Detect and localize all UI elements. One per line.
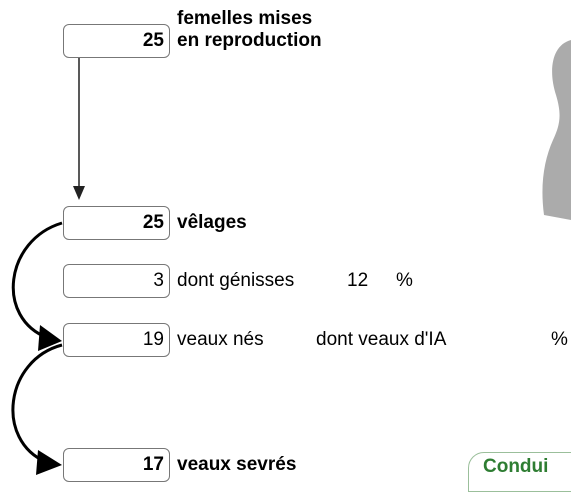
pct-genisses-sign: % bbox=[396, 270, 413, 291]
pct-genisses-value: 12 bbox=[347, 270, 369, 291]
value-veaux-nes: 19 bbox=[142, 329, 164, 350]
box-veaux-nes bbox=[63, 323, 170, 357]
conduite-badge: Condui bbox=[468, 452, 571, 492]
arrowhead-velages bbox=[73, 186, 85, 200]
label-genisses: dont génisses bbox=[177, 270, 295, 291]
label-velages: vêlages bbox=[177, 212, 247, 233]
value-genisses: 3 bbox=[153, 270, 164, 291]
label-veaux-nes: veaux nés bbox=[177, 329, 264, 350]
value-veaux-sevres: 17 bbox=[142, 454, 164, 475]
value-femelles: 25 bbox=[142, 30, 164, 51]
label-femelles-line2: en reproduction bbox=[177, 30, 322, 51]
arrow-veaux-nes-to-sevres bbox=[11, 343, 63, 464]
value-velages: 25 bbox=[142, 212, 164, 233]
arrowhead-veaux-sevres bbox=[36, 450, 62, 475]
box-genisses bbox=[63, 264, 170, 298]
conduite-badge-label: Condui bbox=[483, 456, 549, 477]
cow-silhouette-shape bbox=[542, 40, 571, 220]
label-veaux-ia: dont veaux d'IA bbox=[316, 329, 447, 350]
label-femelles-line1: femelles mises bbox=[177, 8, 313, 29]
pct-veaux-ia-sign: % bbox=[551, 329, 568, 350]
label-veaux-sevres: veaux sevrés bbox=[177, 454, 297, 475]
arrow-velages-to-veaux-nes bbox=[11, 221, 63, 340]
box-veaux-sevres bbox=[63, 448, 170, 482]
box-velages bbox=[63, 206, 170, 240]
box-femelles bbox=[63, 24, 170, 58]
diagram-arrows bbox=[11, 40, 571, 475]
arrowhead-veaux-nes bbox=[38, 325, 62, 351]
